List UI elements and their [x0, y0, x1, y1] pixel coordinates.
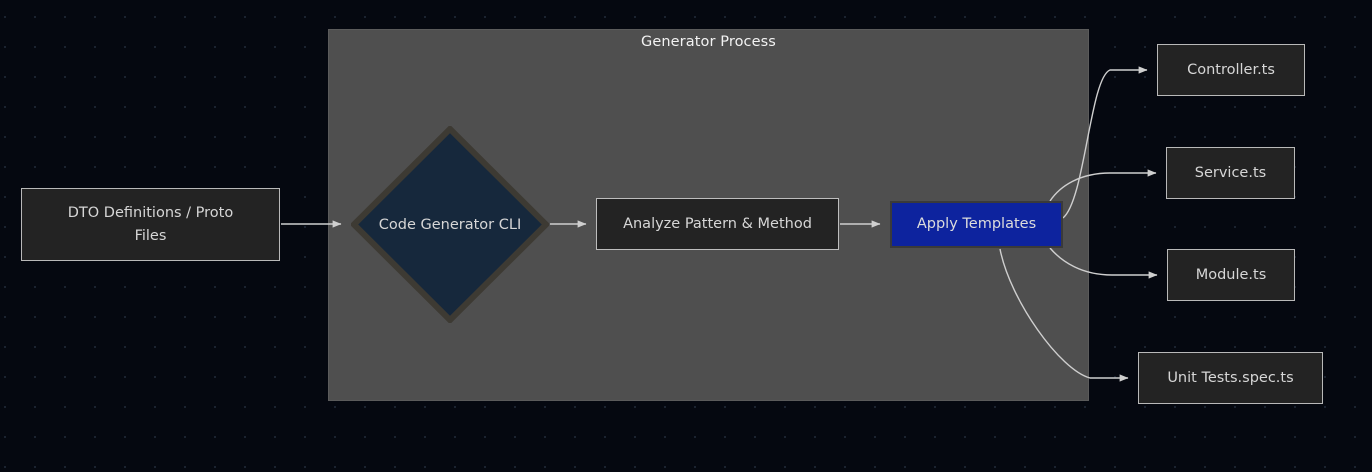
node-dto-label: DTO Definitions / Proto Files — [68, 202, 233, 247]
node-module-label: Module.ts — [1195, 266, 1267, 283]
node-controller-label: Controller.ts — [1187, 61, 1275, 78]
node-apply-templates[interactable]: Apply Templates — [890, 201, 1063, 248]
node-apply-label: Apply Templates — [916, 216, 1037, 233]
node-analyze-pattern-method[interactable]: Analyze Pattern & Method — [596, 198, 839, 250]
node-service-ts[interactable]: Service.ts — [1166, 147, 1295, 199]
node-dto-label-line1: DTO Definitions / Proto — [67, 205, 234, 222]
node-dto-definitions[interactable]: DTO Definitions / Proto Files — [21, 188, 280, 261]
subgraph-title: Generator Process — [641, 34, 776, 50]
node-dto-label-line2: Files — [134, 227, 167, 244]
node-unittests-label: Unit Tests.spec.ts — [1167, 369, 1294, 386]
node-analyze-label: Analyze Pattern & Method — [623, 215, 812, 232]
node-code-generator-cli-label: Code Generator CLI — [378, 216, 522, 233]
node-unit-tests-spec-ts[interactable]: Unit Tests.spec.ts — [1138, 352, 1323, 404]
node-code-generator-cli[interactable]: Code Generator CLI — [351, 126, 549, 323]
diamond-shape — [351, 126, 549, 323]
node-module-ts[interactable]: Module.ts — [1167, 249, 1295, 301]
node-service-label: Service.ts — [1194, 164, 1267, 181]
node-controller-ts[interactable]: Controller.ts — [1157, 44, 1305, 96]
